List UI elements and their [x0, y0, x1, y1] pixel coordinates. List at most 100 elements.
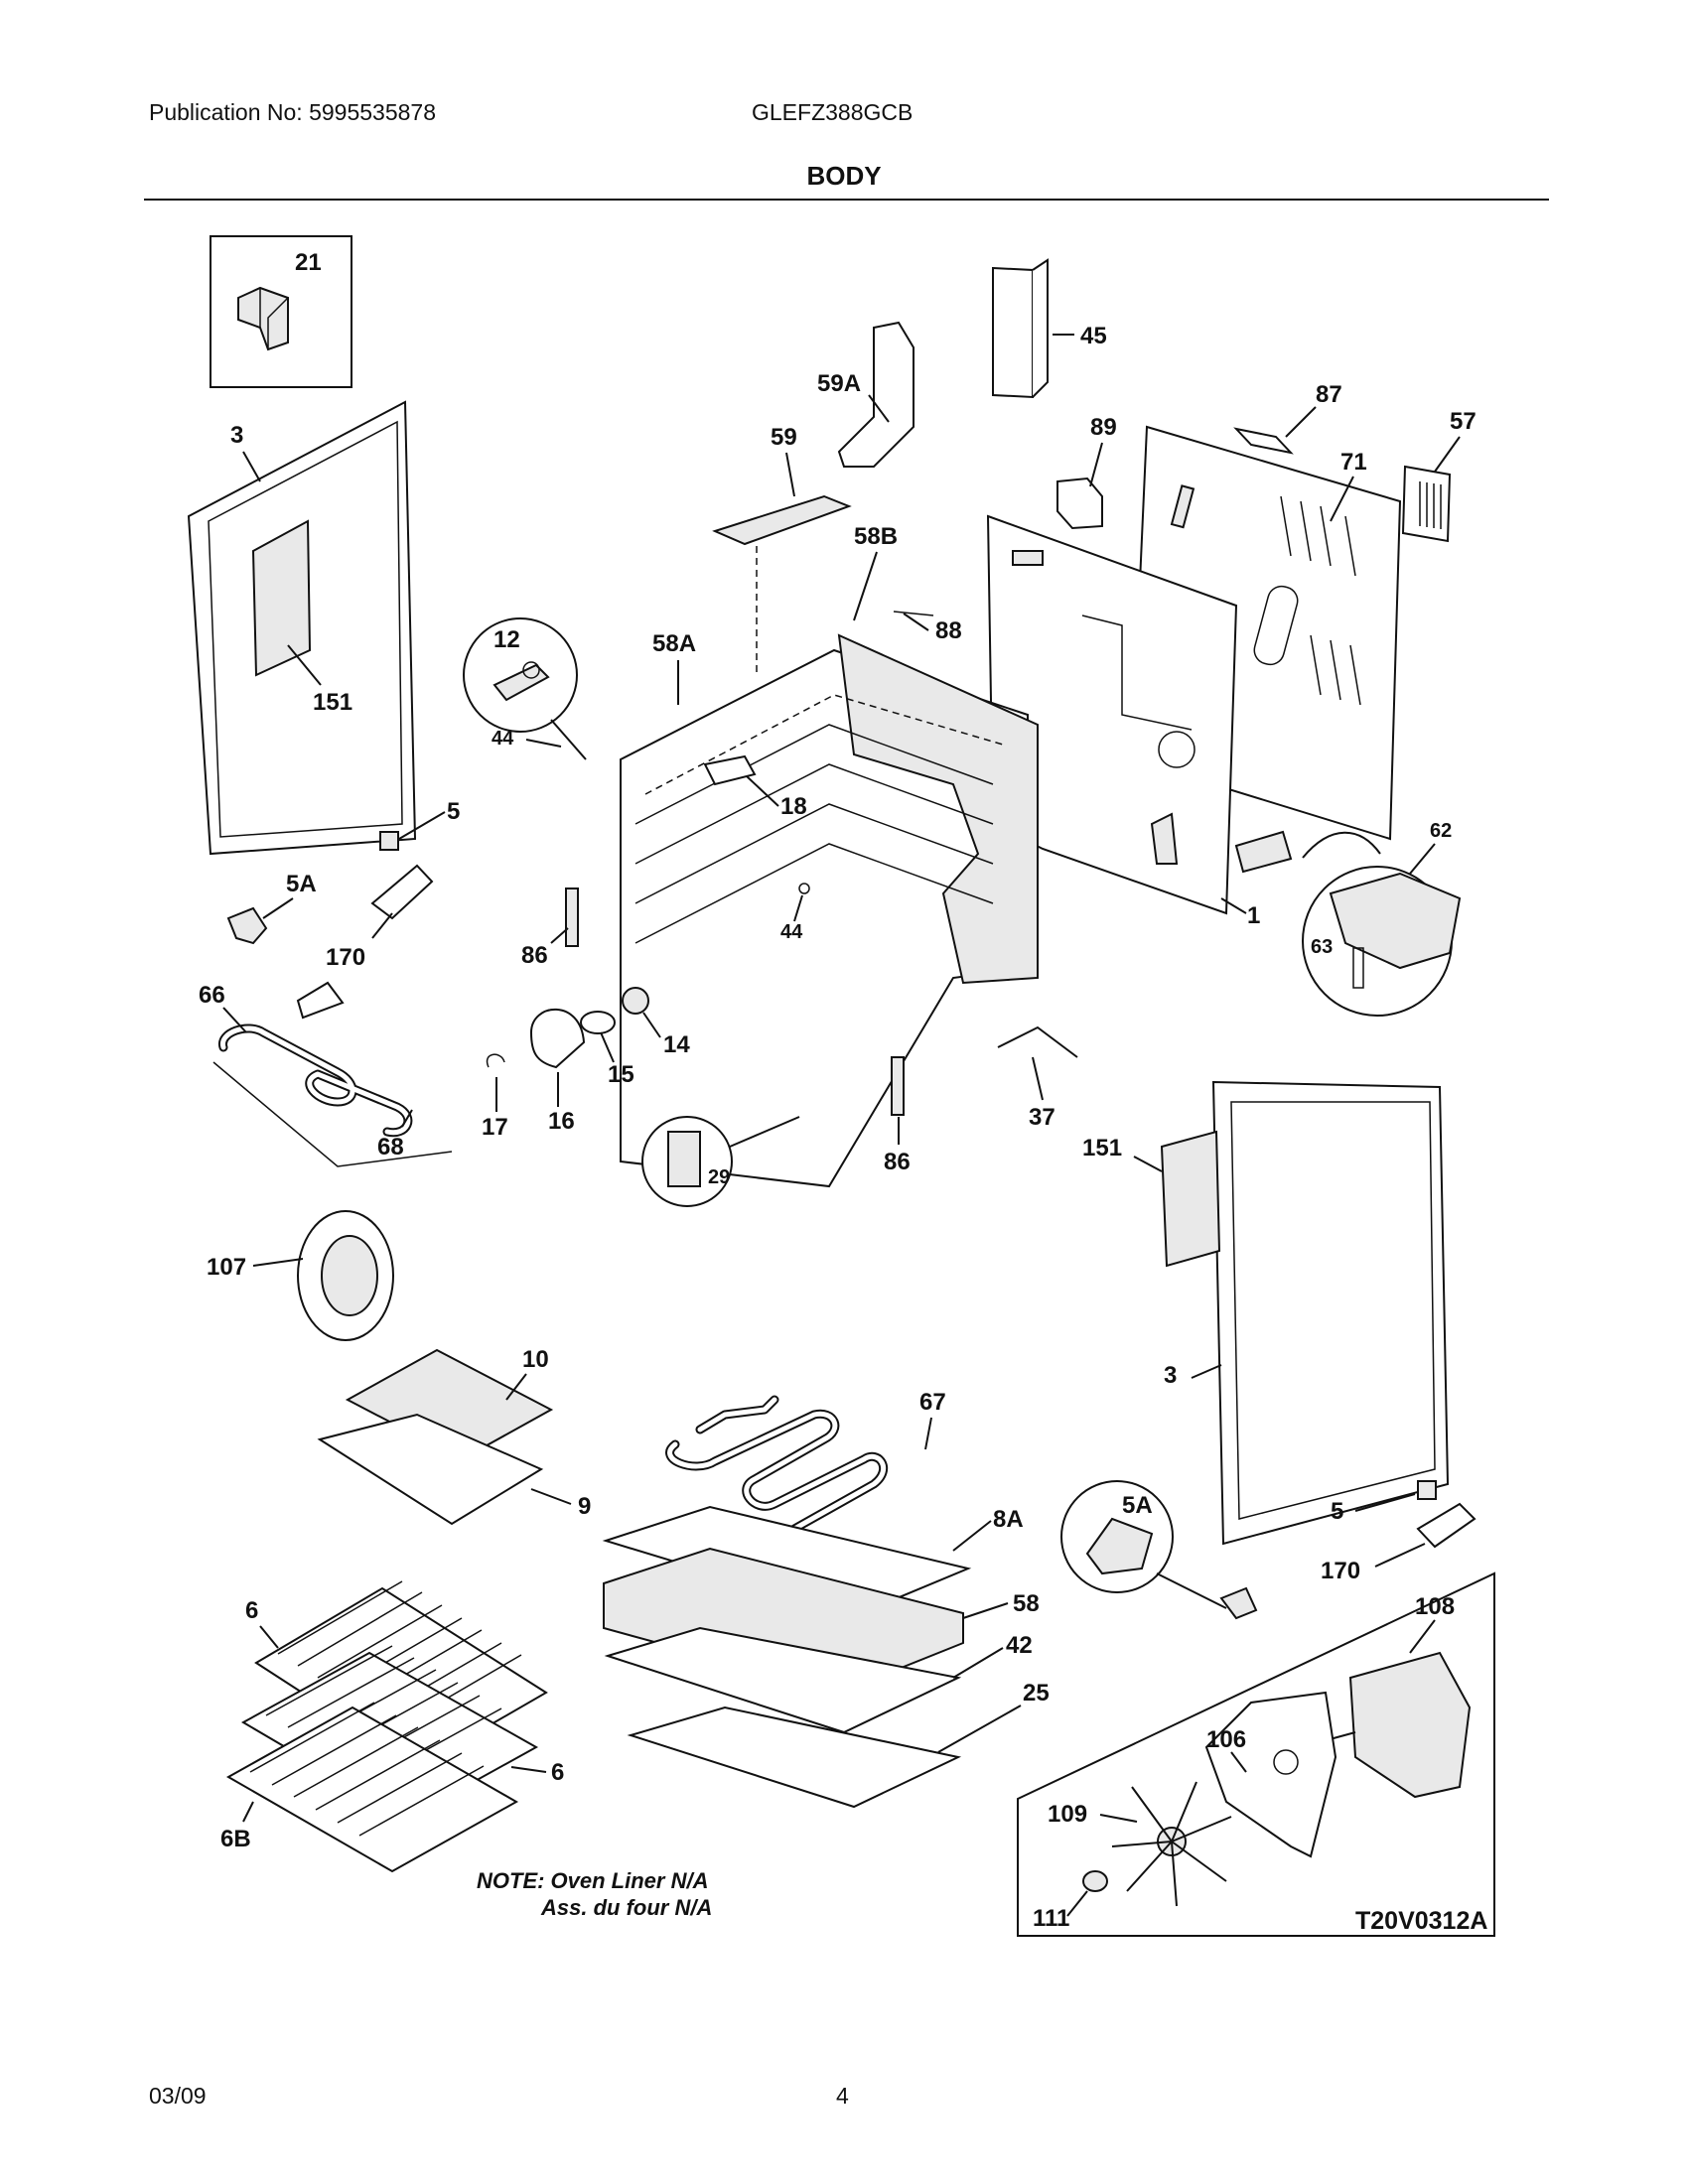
callout-108: 108	[1415, 1593, 1455, 1620]
callout-5-right: 5	[1331, 1498, 1343, 1525]
callout-63: 63	[1311, 936, 1333, 958]
callout-71: 71	[1340, 449, 1367, 476]
callout-66: 66	[199, 982, 225, 1009]
callout-45: 45	[1080, 323, 1107, 349]
header-divider	[144, 199, 1549, 201]
callout-8A: 8A	[993, 1506, 1024, 1533]
part-21-inset: 21	[210, 235, 352, 388]
callout-14: 14	[663, 1031, 690, 1058]
callout-6B: 6B	[220, 1826, 251, 1852]
page-number: 4	[836, 2083, 849, 2109]
drawing-code: T20V0312A	[1355, 1907, 1487, 1935]
part-5A-right-inset: 5A	[1060, 1480, 1258, 1620]
callout-21: 21	[295, 249, 322, 276]
callout-12: 12	[493, 626, 520, 653]
callout-25: 25	[1023, 1680, 1050, 1706]
callout-151-right: 151	[1082, 1135, 1122, 1161]
part-44-top: 44	[492, 728, 562, 750]
part-151-right: 151	[1082, 1130, 1221, 1268]
part-45: 45	[992, 258, 1107, 399]
callout-170-left: 170	[326, 944, 365, 971]
callout-5-left: 5	[447, 798, 460, 825]
model-number: GLEFZ388GCB	[752, 99, 914, 125]
part-6B-rack-bottom: 6B	[220, 1702, 519, 1873]
part-18: 18	[703, 754, 807, 820]
part-15: 15	[580, 1011, 634, 1088]
callout-1: 1	[1247, 902, 1260, 929]
part-58A-oven-body: 58A 58B 88	[620, 523, 1039, 1188]
callout-59A: 59A	[817, 370, 861, 397]
callout-109: 109	[1048, 1801, 1087, 1828]
callout-106: 106	[1206, 1726, 1246, 1753]
part-108-fan-motor: 108	[1300, 1593, 1472, 1799]
callout-15: 15	[608, 1061, 634, 1088]
part-29-inset: 29	[641, 1116, 800, 1207]
part-17: 17	[482, 1053, 508, 1141]
part-14: 14	[622, 987, 690, 1058]
part-107-fan-cover: 107	[207, 1210, 394, 1341]
part-42: 42	[604, 1626, 1033, 1734]
callout-6-top: 6	[245, 1597, 258, 1624]
callout-5A-right: 5A	[1122, 1492, 1153, 1519]
callout-170-right: 170	[1321, 1558, 1360, 1584]
footer-date: 03/09	[149, 2083, 207, 2109]
callout-58A: 58A	[652, 630, 696, 657]
part-59A: 59A	[817, 321, 914, 468]
callout-9: 9	[578, 1493, 591, 1520]
part-3-right-side-panel: 3	[1164, 1080, 1450, 1546]
callout-44-mid: 44	[780, 921, 803, 943]
publication-number: Publication No: 5995535878	[149, 99, 437, 125]
part-16: 16	[529, 1008, 586, 1135]
callout-67: 67	[919, 1389, 946, 1416]
part-12-inset: 12	[463, 617, 587, 760]
callout-88: 88	[935, 617, 962, 644]
callout-29: 29	[708, 1166, 730, 1188]
part-3-left-side-panel: 3 151	[187, 400, 417, 856]
section-title: BODY	[806, 161, 882, 191]
callout-10: 10	[522, 1346, 549, 1373]
callout-58B: 58B	[854, 523, 898, 550]
callout-107: 107	[207, 1254, 246, 1281]
callout-151-left: 151	[313, 689, 352, 716]
callout-87: 87	[1316, 381, 1342, 408]
part-5-left: 5	[379, 798, 460, 851]
part-37: 37	[997, 1025, 1078, 1131]
part-106-motor-bracket: 106	[1204, 1691, 1337, 1858]
callout-3-left: 3	[230, 422, 243, 449]
callout-6-middle: 6	[551, 1759, 564, 1786]
callout-16: 16	[548, 1108, 575, 1135]
part-58-insulation: 58	[603, 1547, 1040, 1695]
part-44-mid: 44	[780, 883, 810, 943]
part-170-right: 170	[1321, 1502, 1477, 1584]
note-oven-liner: NOTE: Oven Liner N/A	[477, 1868, 708, 1893]
part-5-right: 5	[1331, 1480, 1437, 1525]
callout-68: 68	[377, 1134, 404, 1160]
callout-89: 89	[1090, 414, 1117, 441]
callout-111: 111	[1033, 1905, 1069, 1932]
callout-18: 18	[780, 793, 807, 820]
part-8A-bottom-cover: 8A	[602, 1505, 1024, 1618]
part-87: 87	[1233, 381, 1342, 455]
part-86-right: 86	[884, 1056, 911, 1175]
callout-58: 58	[1013, 1590, 1040, 1617]
part-25: 25	[627, 1680, 1050, 1809]
part-5A-left: 5A	[226, 871, 317, 945]
callout-59: 59	[771, 424, 797, 451]
part-59: 59	[712, 424, 852, 675]
part-89: 89	[1056, 414, 1117, 530]
part-57: 57	[1401, 408, 1477, 543]
callout-44-top: 44	[492, 728, 514, 750]
callout-62: 62	[1430, 820, 1452, 842]
callout-17: 17	[482, 1114, 508, 1141]
part-9-broiler-pan: 9	[317, 1413, 591, 1526]
callout-5A-left: 5A	[286, 871, 317, 897]
part-111-fan-nut: 111	[1033, 1870, 1108, 1932]
part-109-fan-blade: 109	[1048, 1781, 1232, 1907]
callout-3-right: 3	[1164, 1362, 1177, 1389]
callout-42: 42	[1006, 1632, 1033, 1659]
part-62-inset: 62 63	[1234, 820, 1462, 1017]
part-66-broil-element: 66 68	[199, 981, 453, 1167]
callout-37: 37	[1029, 1104, 1055, 1131]
callout-86-right: 86	[884, 1149, 911, 1175]
